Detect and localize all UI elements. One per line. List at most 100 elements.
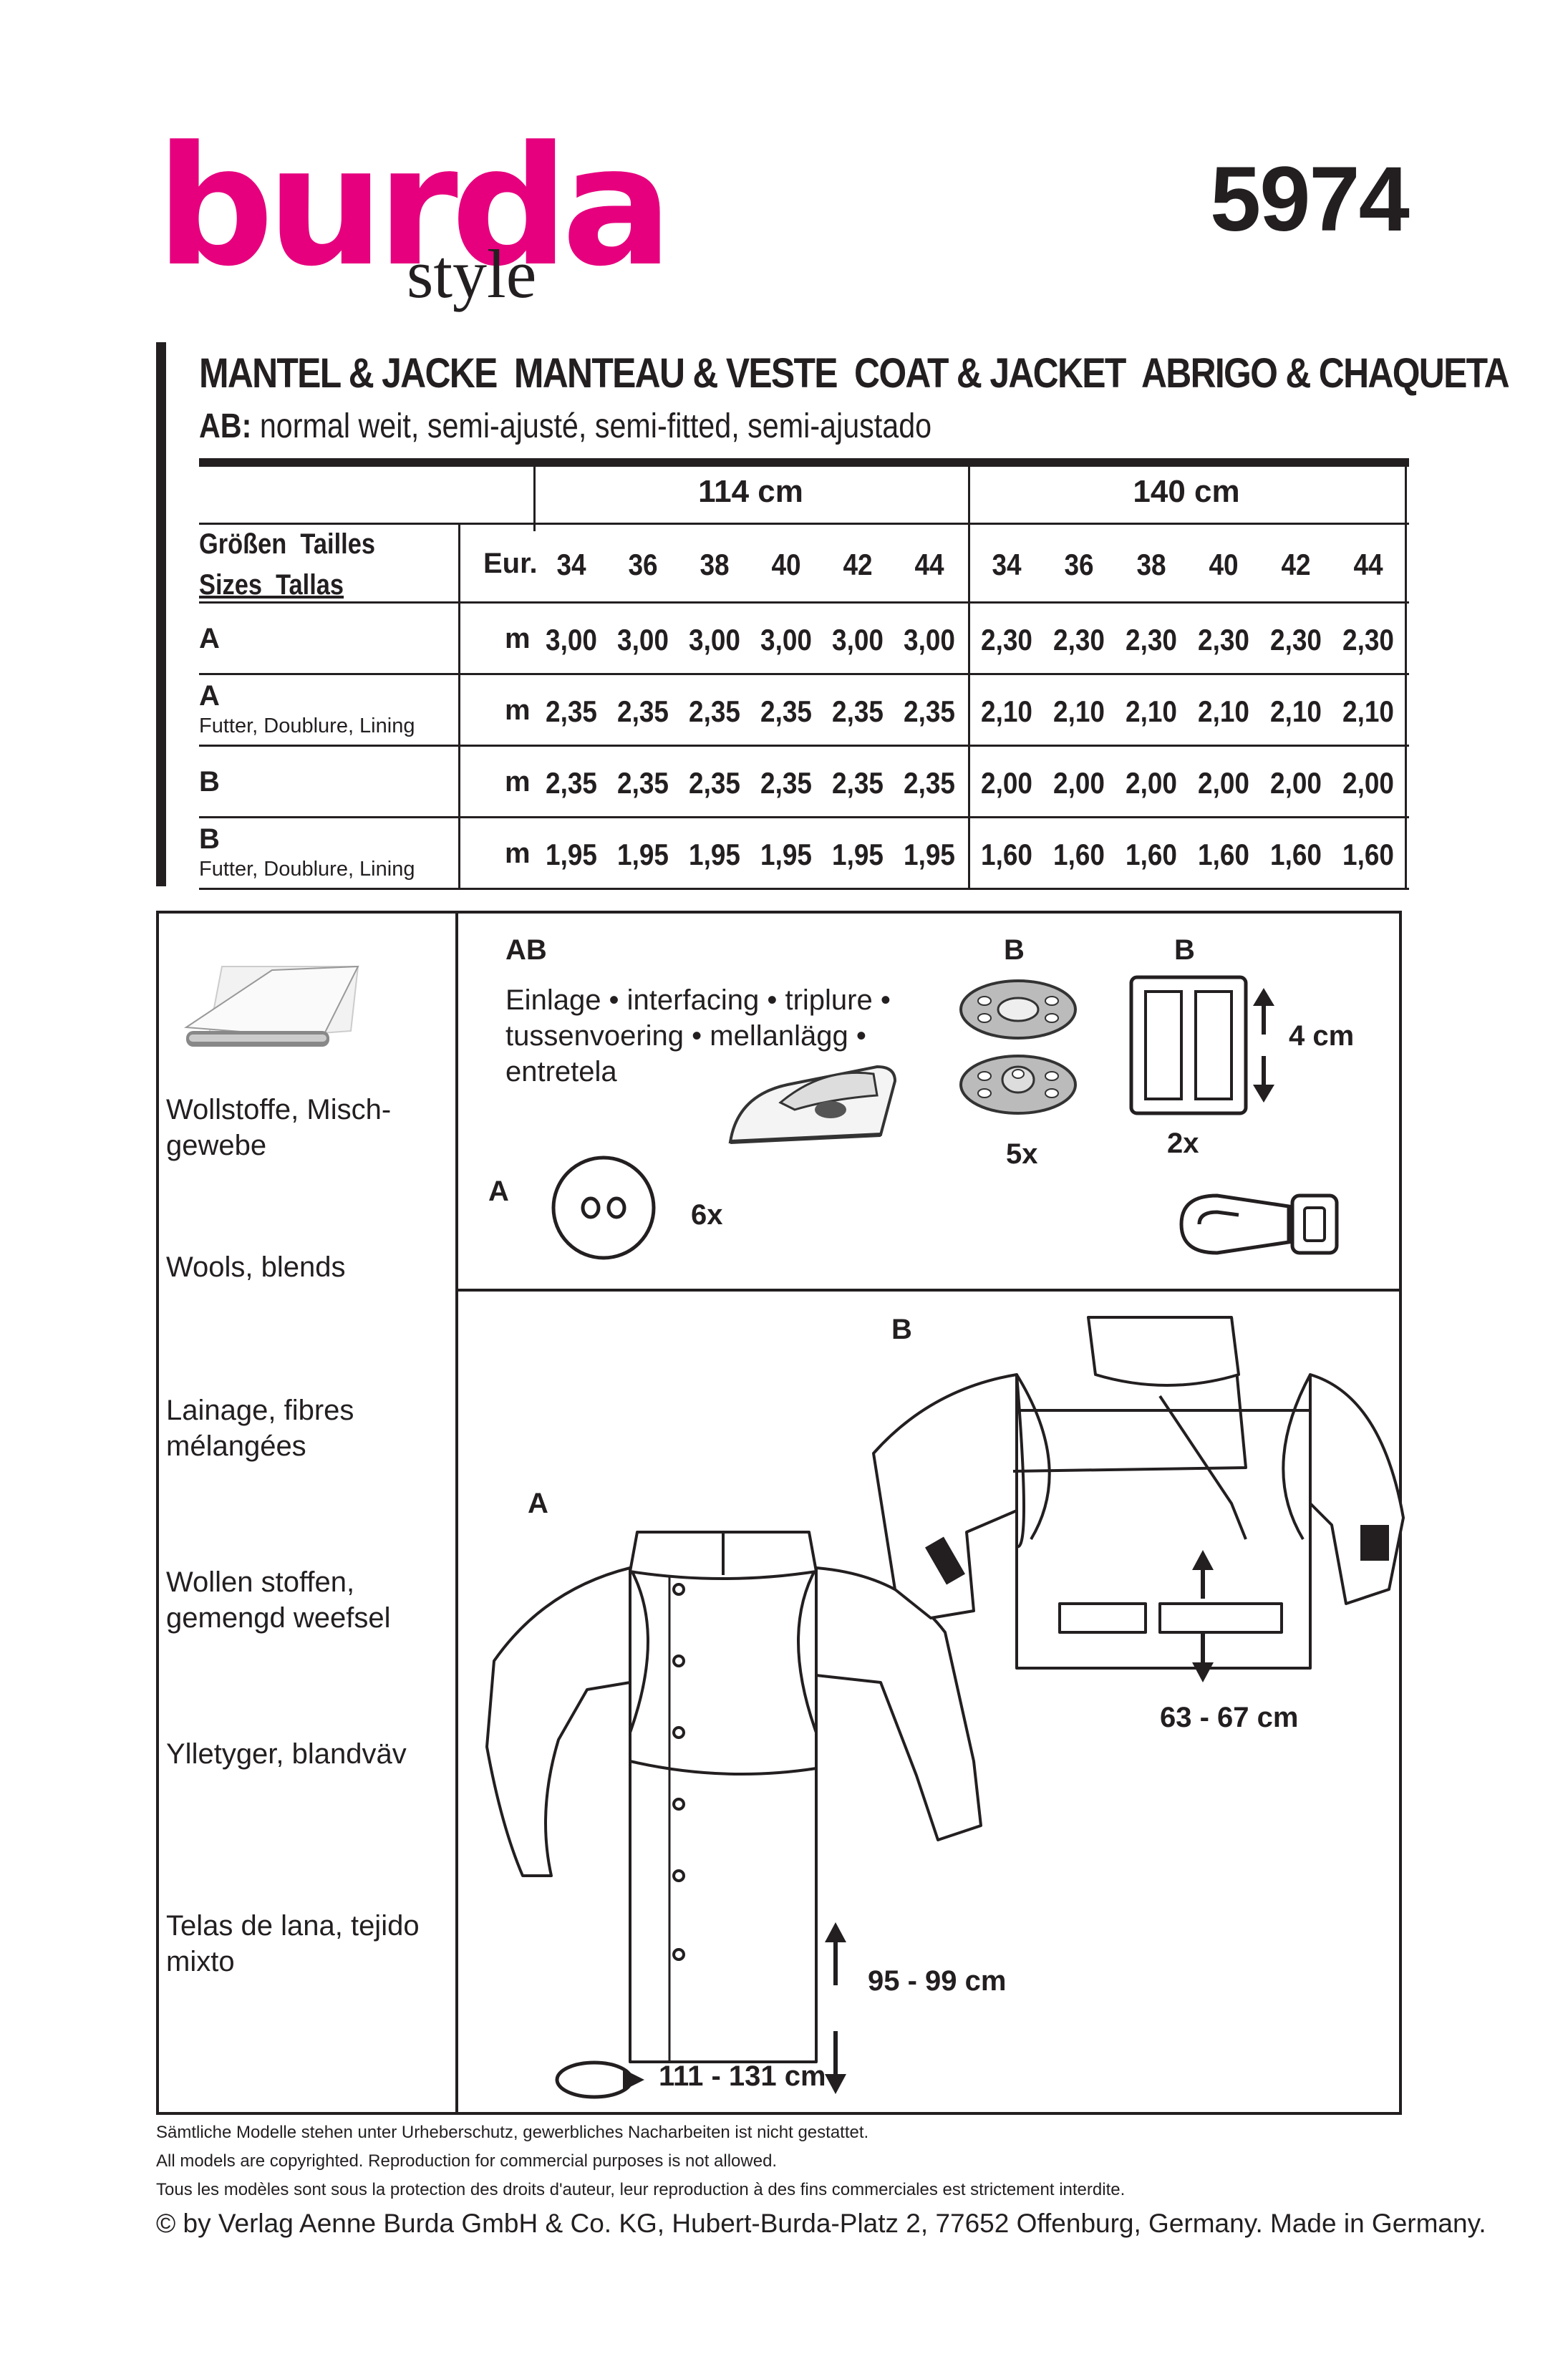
yardage-cell: 1,95 [760,838,812,871]
yardage-unit: m [505,694,531,726]
size-header-cell: 38 [700,548,730,581]
notion-buckle-label: B [1174,934,1195,966]
width-114-header: 114 cm [698,474,803,509]
size-label-de-fr: Größen Tailles [199,528,375,560]
size-label-en-es: Sizes Tallas [199,569,344,601]
yardage-cell: 2,30 [1126,623,1177,657]
yardage-unit: m [505,623,531,654]
yardage-unit: m [505,838,531,869]
yardage-cell: 1,60 [1053,838,1105,871]
notion-ab-label: AB [505,934,547,966]
pattern-number: 5974 [1210,148,1410,251]
size-header-cell: 40 [771,548,801,581]
eur-label: Eur. [483,548,538,579]
yardage-cell: 2,30 [1342,623,1394,657]
size-header-cell: 38 [1136,548,1166,581]
length-arrow-a [825,1922,846,2094]
snap-hook-icon [1179,1193,1339,1255]
size-header-cell: 42 [843,548,873,581]
header-bar [156,342,166,886]
publisher-info: © by Verlag Aenne Burda GmbH & Co. KG, H… [156,2209,1486,2238]
yardage-cell: 3,00 [760,623,812,657]
yardage-cell: 2,10 [1270,694,1322,728]
notion-a-label: A [488,1176,509,1207]
yardage-cell: 2,10 [1126,694,1177,728]
yardage-cell: 2,30 [981,623,1032,657]
yardage-cell: 2,35 [617,694,669,728]
size-header-cell: 44 [1353,548,1383,581]
size-header-cell: 44 [914,548,944,581]
interfacing-text: Einlage • interfacing • triplure • tusse… [505,984,891,1087]
snaps-qty: 5x [1006,1138,1038,1170]
yardage-cell: 3,00 [689,623,740,657]
yardage-cell: 1,60 [1270,838,1322,871]
yardage-cell: 2,30 [1270,623,1322,657]
yardage-cell: 1,95 [546,838,597,871]
yardage-cell: 2,35 [546,766,597,800]
coat-a-illustration [485,1531,982,2063]
notion-snaps-label: B [1004,934,1025,966]
size-header-cell: 34 [556,548,586,581]
yardage-cell: 2,35 [689,694,740,728]
copyright-de: Sämtliche Modelle stehen unter Urhebersc… [156,2123,869,2142]
yardage-row-label: B [199,766,220,798]
yardage-cell: 2,00 [1342,766,1394,800]
size-header-cell: 34 [992,548,1022,581]
view-b-label: B [891,1314,912,1345]
view-a-label: A [528,1488,548,1519]
fabric-sv: Ylletyger, blandväv [166,1738,407,1770]
yardage-row-label: A [199,680,220,712]
yardage-row-sublabel: Futter, Doublure, Lining [199,858,415,881]
fabric-roll-icon [184,965,359,1047]
page-title: MANTEL & JACKE MANTEAU & VESTE COAT & JA… [199,350,1510,397]
yardage-cell: 2,10 [1342,694,1394,728]
width-circle-arrow [555,2060,644,2099]
yardage-cell: 1,60 [1342,838,1394,871]
fabric-es: Telas de lana, tejido mixto [166,1910,420,1977]
yardage-row-label: B [199,823,220,855]
yardage-cell: 2,00 [1053,766,1105,800]
yardage-cell: 1,95 [832,838,884,871]
buckle-size-arrow [1253,988,1274,1103]
yardage-cell: 2,35 [760,766,812,800]
yardage-cell: 2,00 [1126,766,1177,800]
yardage-cell: 2,00 [1198,766,1249,800]
yardage-cell: 2,35 [832,694,884,728]
yardage-cell: 3,00 [546,623,597,657]
button-icon [551,1156,656,1260]
coat-a-length: 95 - 99 cm [868,1965,1007,1997]
yardage-cell: 1,95 [617,838,669,871]
yardage-cell: 1,95 [904,838,955,871]
yardage-cell: 2,35 [689,766,740,800]
width-140-header: 140 cm [1133,474,1240,509]
fabric-nl: Wollen stoffen, gemengd weefsel [166,1566,391,1634]
iron-icon [728,1065,897,1144]
yardage-cell: 2,10 [1053,694,1105,728]
yardage-cell: 3,00 [617,623,669,657]
yardage-cell: 1,60 [981,838,1032,871]
coat-a-width: 111 - 131 cm [659,2060,826,2092]
yardage-cell: 2,10 [1198,694,1249,728]
yardage-cell: 2,30 [1198,623,1249,657]
buttons-qty: 6x [691,1199,723,1231]
yardage-cell: 2,35 [760,694,812,728]
yardage-cell: 2,00 [981,766,1032,800]
yardage-cell: 1,60 [1126,838,1177,871]
yardage-cell: 1,95 [689,838,740,871]
fabric-en: Wools, blends [166,1251,346,1283]
yardage-unit: m [505,766,531,798]
copyright-en: All models are copyrighted. Reproduction… [156,2151,778,2171]
brand-logo-sub: style [407,236,537,312]
fit-subtitle: AB: normal weit, semi-ajusté, semi-fitte… [199,407,931,446]
length-arrow-b [1192,1550,1214,1682]
yardage-row-label: A [199,623,220,654]
yardage-cell: 2,10 [981,694,1032,728]
yardage-cell: 3,00 [904,623,955,657]
fabric-de: Wollstoffe, Misch- gewebe [166,1094,392,1161]
yardage-cell: 2,35 [832,766,884,800]
buckle-icon [1129,975,1248,1115]
fabric-fr: Lainage, fibres mélangées [166,1395,354,1462]
yardage-cell: 2,35 [904,766,955,800]
size-header-cell: 40 [1209,548,1239,581]
yardage-cell: 2,35 [904,694,955,728]
